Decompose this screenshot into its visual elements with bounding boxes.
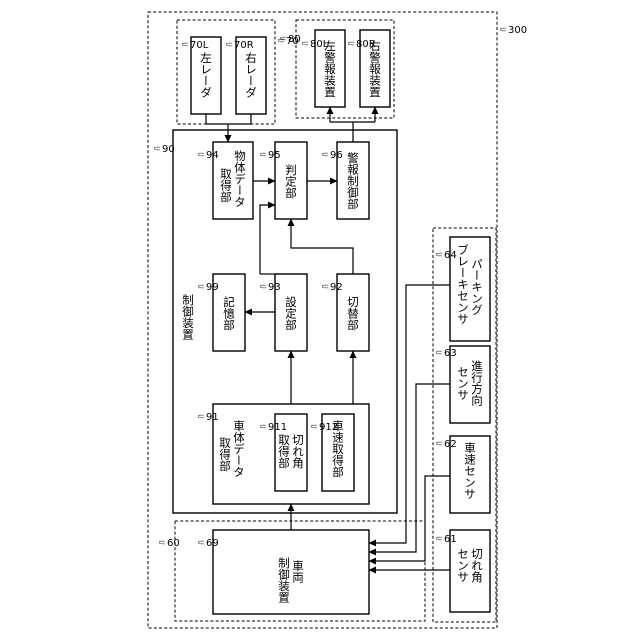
right-radar-ref: ⸦70R	[224, 40, 254, 51]
parking-sensor-ref: ⸦64	[434, 250, 457, 261]
vehicle-data-label-1: 車体データ	[232, 419, 246, 477]
steer-sensor-label-2: センサ	[456, 548, 470, 583]
left-radar-ref: ⸦70L	[180, 40, 209, 51]
steer-sensor-label-1: 切れ角	[470, 548, 484, 583]
vehicle-data-ref: ⸦91	[196, 412, 219, 423]
alarm-control-label: 警報制御部	[346, 151, 360, 209]
direction-sensor-to-vehicle-control-arrow	[369, 384, 450, 552]
memory-label: 記憶部	[222, 295, 236, 330]
steer-acq-label-2: 取得部	[277, 434, 291, 469]
switch-to-judge-arrow	[291, 219, 353, 274]
steer-acq-ref: ⸦911	[258, 422, 287, 433]
setting-label: 設定部	[284, 295, 298, 330]
controller-ref: ⸦90	[152, 144, 175, 155]
judge-ref: ⸦95	[258, 150, 281, 161]
object-data-label-1: 物体データ	[233, 149, 247, 207]
setting-to-judge-arrow	[260, 205, 275, 274]
left-alarm-label: 左警報装置	[323, 39, 337, 97]
parking-sensor-label-2: ブレーキセンサ	[456, 243, 470, 324]
vehicle-control-ref: ⸦69	[196, 538, 219, 549]
object-data-ref: ⸦94	[196, 150, 219, 161]
object-data-label-2: 取得部	[219, 168, 233, 203]
direction-sensor-label-2: センサ	[456, 366, 470, 401]
right-alarm-label: 右警報装置	[368, 39, 382, 97]
vehicle-control-label-1: 車両	[291, 559, 305, 584]
speed-acq-label: 車速取得部	[331, 419, 345, 477]
parking-sensor-label-1: パーキング	[470, 258, 484, 316]
system-ref: ⸦300	[498, 25, 527, 36]
vehicle-data-label-2: 取得部	[218, 437, 232, 472]
switch-label: 切替部	[346, 296, 360, 331]
controller-label: 制御装置	[181, 294, 195, 340]
memory-ref: ⸦99	[196, 282, 219, 293]
steer-acq-label-1: 切れ角	[291, 434, 305, 469]
setting-ref: ⸦93	[258, 282, 281, 293]
steer-sensor-ref: ⸦61	[434, 534, 457, 545]
alarm-group-ref: ⸦80	[278, 34, 301, 45]
left-radar-label: 左レーダ	[199, 51, 213, 98]
vehicle-group-ref: ⸦60	[157, 538, 180, 549]
direction-sensor-ref: ⸦63	[434, 348, 457, 359]
alarm-control-ref: ⸦96	[320, 150, 343, 161]
radar-merge-line	[206, 114, 251, 124]
vehicle-control-label-2: 制御装置	[277, 557, 291, 603]
speed-sensor-ref: ⸦62	[434, 439, 457, 450]
parking-sensor-to-vehicle-control-arrow	[369, 285, 450, 543]
direction-sensor-label-1: 進行方向	[470, 360, 484, 406]
speed-sensor-label: 車速センサ	[463, 441, 477, 499]
judge-label: 判定部	[284, 164, 298, 199]
right-radar-label: 右レーダ	[244, 51, 258, 98]
switch-ref: ⸦92	[320, 282, 343, 293]
speed-sensor-to-vehicle-control-arrow	[369, 476, 450, 561]
